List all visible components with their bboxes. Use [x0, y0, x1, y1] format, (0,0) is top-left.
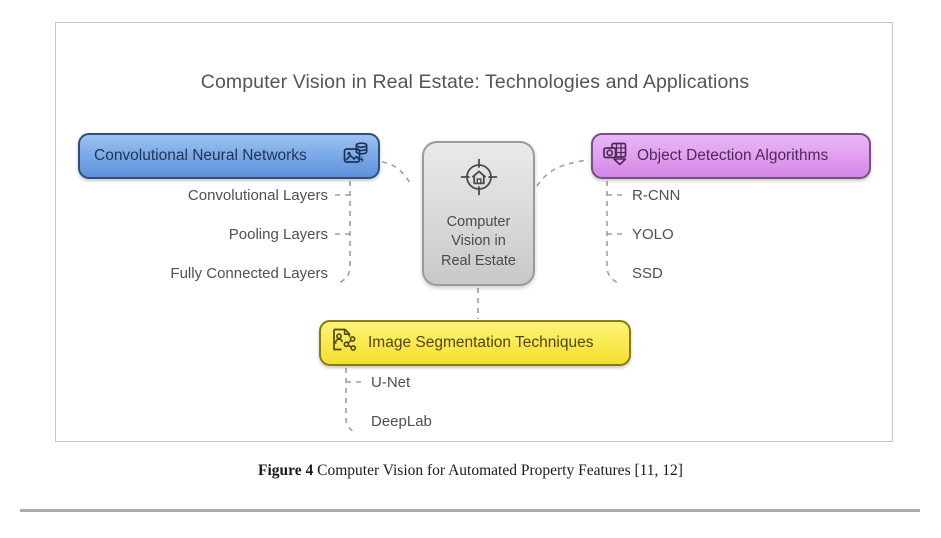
figure-caption-label: Figure 4: [258, 462, 314, 479]
diagram-title: Computer Vision in Real Estate: Technolo…: [200, 71, 750, 93]
node-computer-vision-in-real-estate[interactable]: Computer Vision in Real Estate: [422, 141, 535, 286]
center-node-line-3: Real Estate: [441, 252, 516, 269]
node-image-segmentation-techniques[interactable]: Image Segmentation Techniques: [319, 320, 631, 366]
connector-center-to-object-detection: [536, 159, 590, 187]
sub-item-r-cnn: R-CNN: [632, 187, 681, 204]
node-cnn-label: Convolutional Neural Networks: [94, 147, 307, 165]
node-convolutional-neural-networks[interactable]: Convolutional Neural Networks: [78, 133, 380, 179]
connector-seg-spine: [345, 368, 357, 434]
connector-od-spine: [606, 181, 619, 284]
image-segmentation-icon: [331, 327, 358, 359]
connector-cnn-spine: [338, 181, 351, 284]
center-node-line-1: Computer: [446, 214, 511, 231]
figure-caption-text: Computer Vision for Automated Property F…: [313, 462, 683, 479]
sub-item-pooling-layers: Pooling Layers: [228, 226, 328, 243]
sub-item-u-net: U-Net: [371, 374, 411, 391]
page-bottom-rule: [20, 509, 920, 512]
connector-cnn-to-center: [381, 161, 413, 187]
sub-item-ssd: SSD: [632, 265, 663, 282]
figure-caption: Figure 4 Computer Vision for Automated P…: [0, 462, 941, 480]
center-node-line-2: Vision in: [451, 233, 506, 250]
sub-item-fully-connected-layers: Fully Connected Layers: [170, 265, 328, 282]
object-detection-icon: [602, 141, 628, 172]
image-database-icon: [343, 141, 369, 172]
node-segmentation-label: Image Segmentation Techniques: [368, 334, 594, 352]
sub-item-deeplab: DeepLab: [371, 413, 432, 430]
sub-item-yolo: YOLO: [632, 226, 674, 243]
node-object-detection-label: Object Detection Algorithms: [637, 147, 829, 165]
figure-frame: Computer Vision in Real Estate: Technolo…: [55, 22, 893, 442]
node-object-detection-algorithms[interactable]: Object Detection Algorithms: [591, 133, 871, 179]
sub-item-convolutional-layers: Convolutional Layers: [187, 187, 328, 204]
house-in-crosshair-icon: [458, 156, 500, 203]
center-node-text: Computer Vision in Real Estate: [441, 213, 516, 271]
